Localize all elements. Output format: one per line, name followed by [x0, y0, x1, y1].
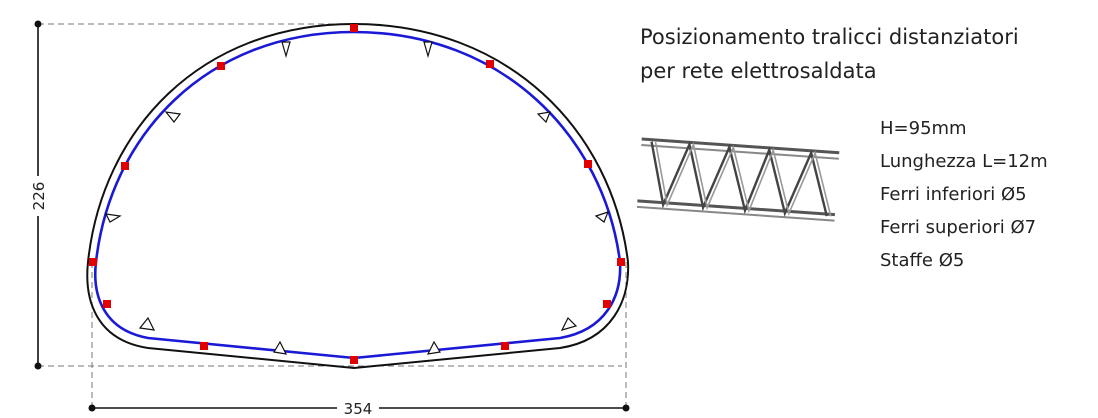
red-marker [584, 160, 592, 168]
red-marker [350, 356, 358, 364]
spec-item: H=95mm [880, 118, 967, 139]
width-dimension-end-left [88, 404, 96, 412]
spacer-triangle [164, 111, 182, 123]
title-line-1: Posizionamento tralicci distanziatori [640, 25, 1019, 49]
width-dimension-label-bg [337, 398, 379, 418]
spacer-triangle [138, 316, 156, 331]
red-marker [121, 162, 129, 170]
red-marker [89, 258, 97, 266]
spec-list: H=95mm Lunghezza L=12m Ferri inferiori Ø… [880, 112, 1048, 277]
spacer-triangle [594, 211, 610, 223]
red-marker [350, 24, 358, 32]
spec-item: Lunghezza L=12m [880, 151, 1048, 172]
spacer-triangle [426, 340, 441, 355]
width-dimension-end-right [622, 404, 630, 412]
lattice-girder-image [636, 137, 840, 222]
red-marker [200, 342, 208, 350]
height-dimension-label-bg [28, 176, 48, 216]
red-marker [486, 60, 494, 68]
spacer-triangle [560, 316, 578, 331]
spec-item: Ferri superiori Ø7 [880, 217, 1037, 238]
spacer-triangle [273, 340, 288, 355]
width-dimension-label: 354 [344, 400, 373, 418]
spacer-triangle [281, 41, 291, 59]
spec-item: Staffe Ø5 [880, 250, 965, 271]
height-dimension-label: 226 [30, 182, 48, 211]
spec-item: Ferri inferiori Ø5 [880, 184, 1027, 205]
red-marker [501, 342, 509, 350]
title-block: Posizionamento tralicci distanziatori pe… [640, 20, 1019, 88]
title-line-2: per rete elettrosaldata [640, 59, 877, 83]
height-dimension-end-bottom [34, 362, 42, 370]
red-marker [217, 62, 225, 70]
spacer-triangle [536, 111, 551, 124]
red-marker [103, 300, 111, 308]
red-marker [617, 258, 625, 266]
outer-tunnel-contour [86, 22, 630, 370]
spacer-triangle [104, 213, 122, 223]
red-marker [603, 300, 611, 308]
height-dimension-end-top [34, 20, 42, 28]
inner-lining-contour [94, 30, 622, 360]
spacer-triangle [423, 41, 433, 59]
